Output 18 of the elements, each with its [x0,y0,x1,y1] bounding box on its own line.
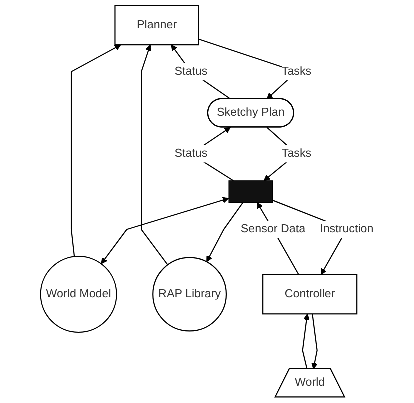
edge-label: Instruction [320,223,374,236]
edge-label: Tasks [282,148,312,160]
arrow [170,44,231,100]
arrow [100,197,229,264]
edge-label: Tasks [282,65,312,78]
arrow [311,314,318,370]
edge-label: Sensor Data [240,223,306,236]
edge-label: Status [174,65,208,78]
arrow [302,314,310,370]
node-box: Planner [114,5,200,46]
node-circle: RAP Library [152,257,227,332]
arrow [206,202,244,262]
edge-label: Status [174,148,208,160]
node-circle: World Model [40,256,118,334]
node-box [228,180,273,204]
node-box: Controller [262,274,358,315]
arrow [70,44,121,257]
arrow [140,44,168,266]
